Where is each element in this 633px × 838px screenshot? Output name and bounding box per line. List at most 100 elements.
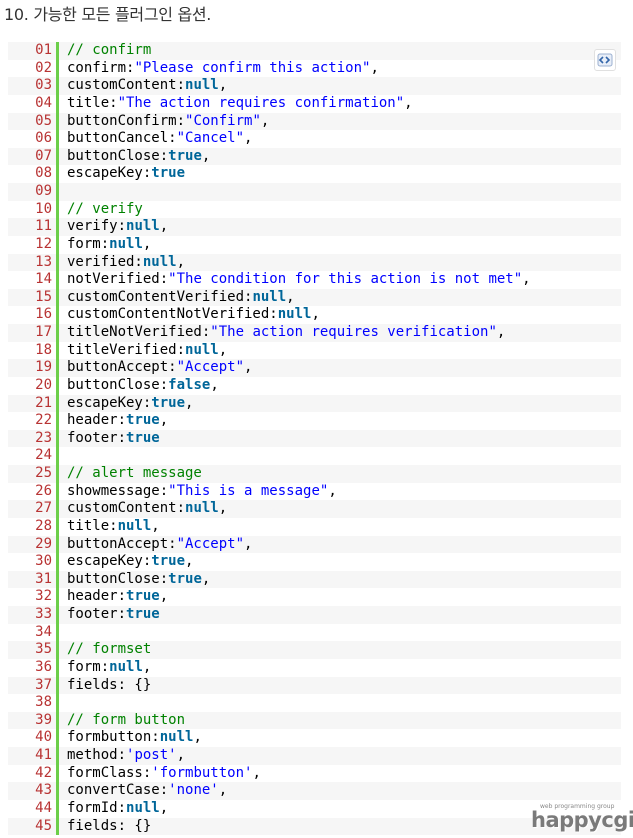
code-token: formbutton: [67,729,160,746]
code-token: , [260,112,270,129]
watermark-tagline: web programming group [540,803,615,810]
code-token: , [176,747,186,763]
code-text: buttonClose:true, [67,571,210,589]
line-number: 30 [35,553,52,570]
code-token: method: [67,747,127,763]
line-number: 08 [35,165,52,182]
code-token: false [168,376,211,393]
code-token: header: [67,412,127,429]
line-number: 13 [35,253,52,270]
line-number: 38 [35,694,52,711]
code-line: 34 [8,623,621,642]
line-number: 07 [35,147,52,164]
watermark-brand: happycgi [531,808,633,832]
code-token: titleVerified: [67,341,186,358]
code-token: fields: {} [67,817,152,834]
code-line: 40 formbutton:null, [8,729,621,747]
code-token: escapeKey: [67,165,152,182]
code-token: true [126,588,160,605]
code-token: 'post' [126,747,177,763]
code-token: formId: [67,799,127,816]
code-token: , [244,359,253,376]
code-token: // formset [67,641,152,658]
code-text: header:true, [67,588,168,606]
code-token: , [142,658,152,675]
gutter-bar [56,570,59,589]
code-text: showmessage:"This is a message", [67,483,337,501]
gutter-bar [56,183,59,201]
gutter-bar [56,799,59,818]
code-token: escapeKey: [67,553,152,570]
code-token: , [185,553,194,570]
code-token: customContentVerified: [67,288,253,305]
code-token: convertCase: [67,782,169,799]
gutter-bar [56,130,59,148]
gutter-bar [56,42,59,60]
code-token: buttonClose: [67,570,169,587]
code-text: buttonCancel:"Cancel", [67,130,252,148]
code-token: true [168,570,202,587]
gutter-bar [56,517,59,536]
gutter-bar [56,500,59,518]
code-token: "The condition for this action is not me… [168,271,523,288]
code-token: , [142,235,152,252]
code-token: , [252,764,261,781]
code-text: titleVerified:null, [67,342,227,360]
code-text: fields: {} [67,818,151,836]
line-number: 24 [35,447,52,464]
gutter-bar [56,817,59,836]
gutter-bar [56,271,59,289]
code-text: // form button [67,712,185,730]
gutter-bar [56,165,59,183]
line-number: 40 [35,729,52,746]
watermark-logo: web programming group happycgi [531,802,633,838]
code-line: 25// alert message [8,465,621,483]
code-line: 43 convertCase:'none', [8,782,621,800]
code-token: buttonConfirm: [67,112,186,129]
code-token: form: [67,658,110,675]
code-token: footer: [67,429,127,446]
code-token: "This is a message" [168,482,329,499]
view-source-button[interactable] [594,49,616,71]
code-token: showmessage: [67,482,169,499]
code-token: "Accept" [176,359,245,376]
line-number: 12 [35,235,52,252]
gutter-bar [56,658,59,677]
code-line: 18 titleVerified:null, [8,341,621,360]
code-token: , [286,288,295,305]
code-token: , [218,782,228,799]
gutter-bar [56,747,59,765]
code-token: // form button [67,711,186,728]
code-text: formbutton:null, [67,729,202,747]
gutter-bar [56,324,59,342]
line-number: 14 [35,271,52,288]
code-token: verified: [67,253,143,270]
code-token: confirm: [67,59,135,76]
code-text: footer:true [67,606,160,624]
line-number: 18 [35,341,52,358]
code-token: buttonCancel: [67,130,177,147]
code-text: buttonAccept:"Accept", [67,359,252,377]
code-token: , [370,59,379,76]
gutter-bar [56,147,59,166]
line-number: 27 [35,500,52,517]
code-text: escapeKey:true [67,165,185,183]
code-text: notVerified:"The condition for this acti… [67,271,531,289]
line-number: 28 [35,517,52,534]
code-token: 'none' [168,782,219,799]
code-line: 01// confirm [8,42,621,60]
line-number: 39 [35,711,52,728]
code-token: , [159,588,169,605]
code-text: // confirm [67,42,151,60]
code-token: null [117,517,152,534]
code-token: buttonAccept: [67,359,177,376]
line-number: 43 [35,782,52,799]
